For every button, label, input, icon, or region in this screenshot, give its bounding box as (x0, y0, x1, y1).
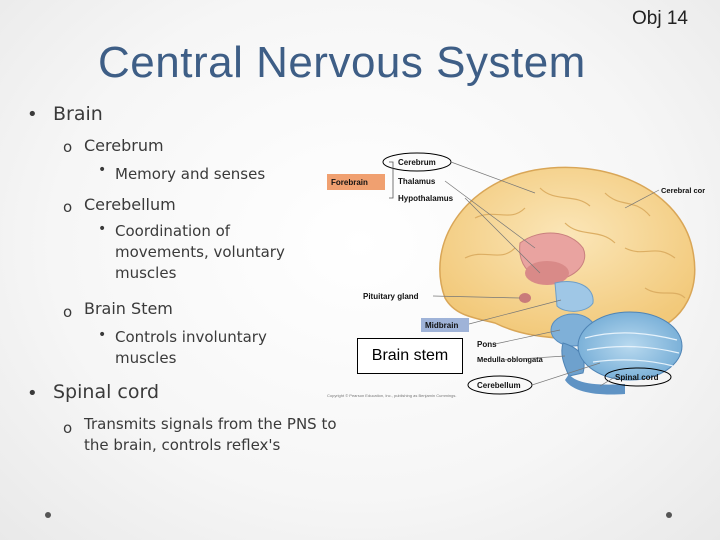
bullet-cerebrum-detail: Memory and senses (115, 165, 266, 183)
bullet-spinal-cord: Spinal cord (53, 381, 160, 403)
medulla-shape (561, 342, 585, 377)
sub-bullet-marker: o (63, 419, 73, 437)
diagram-label-cerebral-cortex: Cerebral cortex (661, 186, 705, 195)
diagram-label-forebrain: Forebrain (331, 178, 368, 187)
diagram-copyright: Copyright © Pearson Education, Inc., pub… (327, 393, 456, 398)
forebrain-bracket (389, 161, 394, 199)
diagram-label-hypothalamus: Hypothalamus (398, 194, 454, 203)
diagram-label-thalamus: Thalamus (398, 177, 436, 186)
diagram-label-pituitary-gland: Pituitary gland (363, 292, 419, 301)
sub-bullet-marker: o (63, 138, 73, 156)
brain-diagram: Forebrain Cerebrum Thalamus Hypothalamus… (327, 152, 705, 398)
bullet-brain: Brain (53, 103, 103, 125)
spinal-cord-shape (565, 374, 625, 395)
pituitary-gland-shape (519, 293, 531, 303)
sub-bullet-marker: o (63, 198, 73, 216)
hypothalamus-shape (525, 261, 569, 285)
forebrain-label-box (327, 174, 385, 190)
bullet-spinal-cord-detail: Transmits signals from the PNS to the br… (84, 415, 337, 454)
diagram-label-pons: Pons (477, 340, 497, 349)
midbrain-shape (554, 281, 594, 312)
diagram-label-cerebrum: Cerebrum (398, 158, 436, 167)
objective-tag: Obj 14 (632, 8, 688, 29)
bullet-marker: • (98, 221, 107, 237)
slide-title: Central Nervous System (98, 38, 586, 87)
corner-dot-right (666, 512, 672, 518)
bullet-marker: • (98, 162, 107, 178)
bullet-marker: • (27, 383, 38, 404)
bullet-marker: • (27, 104, 38, 125)
bullet-cerebrum: Cerebrum (84, 136, 164, 155)
corner-dot-left (45, 512, 51, 518)
brain-stem-callout: Brain stem (357, 338, 463, 374)
bullet-cerebellum: Cerebellum (84, 195, 176, 214)
bullet-marker: • (98, 327, 107, 343)
bullet-brain-stem: Brain Stem (84, 299, 173, 318)
diagram-label-cerebellum: Cerebellum (477, 381, 521, 390)
midbrain-label-box (421, 318, 469, 332)
spinal-cord-circle (604, 367, 672, 387)
diagram-label-midbrain: Midbrain (425, 321, 458, 330)
bullet-brain-stem-detail: Controls involuntary muscles (115, 328, 267, 367)
bullet-cerebellum-detail: Coordination of movements, voluntary mus… (115, 222, 285, 282)
diagram-label-spinal-cord: Spinal cord (615, 373, 659, 382)
sub-bullet-marker: o (63, 303, 73, 321)
